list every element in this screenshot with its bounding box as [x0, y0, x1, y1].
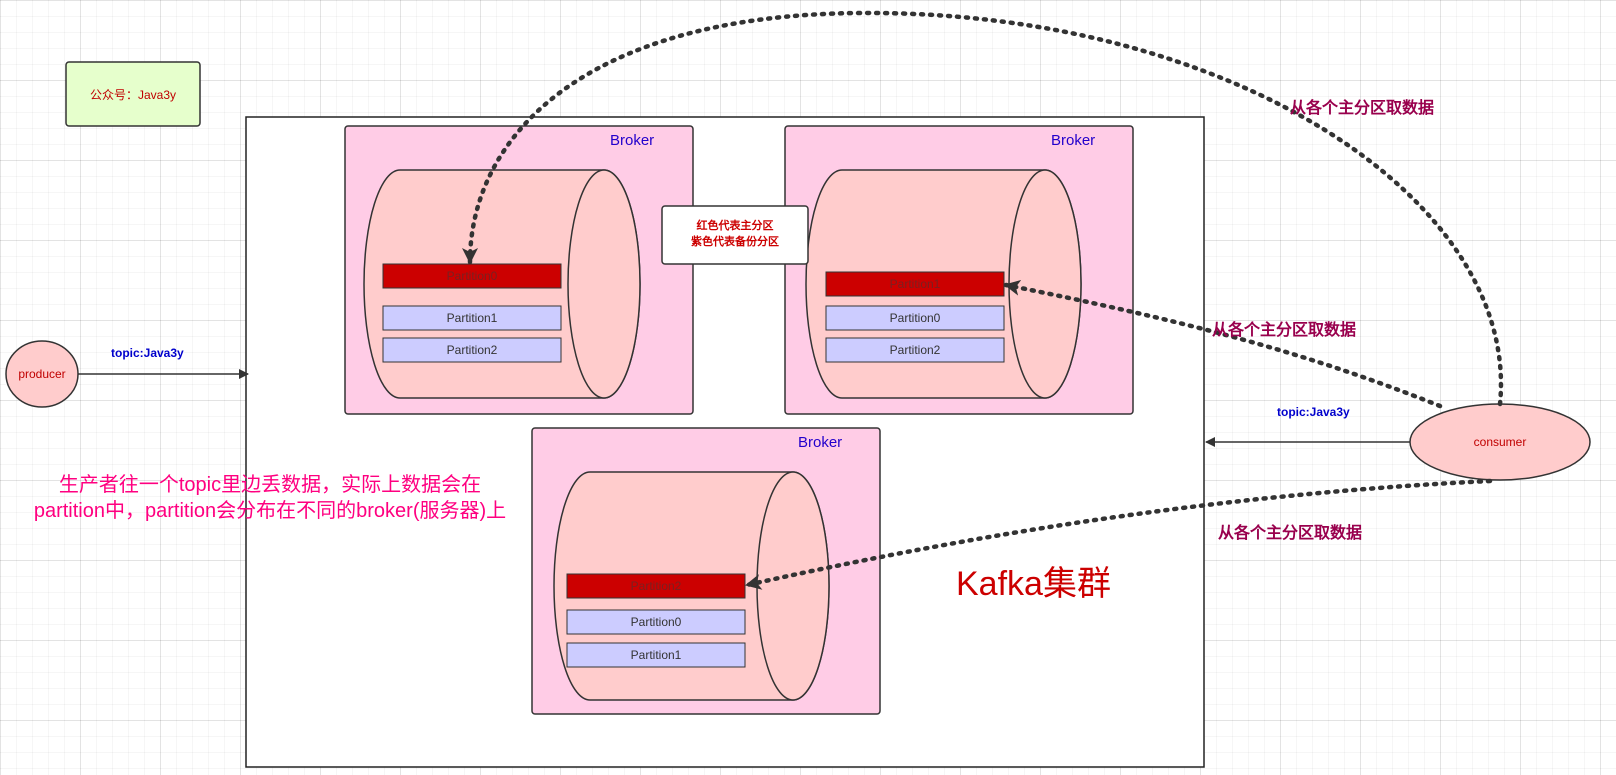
broker-2-title: Broker [1051, 132, 1096, 149]
cluster-label: Kafka集群 [956, 565, 1111, 603]
fetch-arrow-broker-2 [1003, 279, 1443, 409]
partition-replica [825, 305, 1005, 331]
fetch-arrow-broker-1 [462, 10, 1504, 407]
wechat-note-box [65, 61, 201, 127]
legend-line-primary: 红色代表主分区 [696, 220, 774, 232]
fetch-label-top: 从各个主分区取数据 [1290, 100, 1435, 117]
producer-topic-label: topic:Java3y [111, 346, 184, 360]
partition-label: Partition1 [889, 277, 941, 291]
broker-3-title: Broker [798, 434, 843, 451]
broker-2 [784, 125, 1134, 415]
partition-label: Partition0 [446, 269, 498, 283]
partition-replica [382, 337, 562, 363]
wechat-note-text: 公众号：Java3y [89, 87, 177, 102]
partition-label: Partition2 [630, 579, 682, 593]
fetch-label-middle: 从各个主分区取数据 [1212, 322, 1357, 339]
partition-replica [566, 642, 746, 668]
fetch-arrow-broker-3 [744, 478, 1493, 590]
broker-1-title: Broker [610, 132, 655, 149]
partition-label: Partition2 [446, 343, 498, 357]
partition-replica [382, 305, 562, 331]
description-text: 生产者往一个topic里边丢数据，实际上数据会在partition中，parti… [33, 474, 507, 522]
partition-label: Partition0 [889, 311, 941, 325]
partition-label: Partition1 [630, 648, 682, 662]
legend-text: 红色代表主分区 紫色代表备份分区 [662, 218, 808, 250]
partition-label: Partition1 [446, 311, 498, 325]
consumer-topic-label: topic:Java3y [1277, 405, 1350, 419]
consumer-label: consumer [1473, 435, 1527, 449]
partition-replica [825, 337, 1005, 363]
partition-label: Partition0 [630, 615, 682, 629]
partition-primary [825, 271, 1005, 297]
partition-primary [566, 573, 746, 599]
producer-label: producer [18, 367, 66, 381]
legend-box [661, 205, 809, 265]
broker-3 [531, 427, 881, 715]
partition-label: Partition2 [889, 343, 941, 357]
broker-1 [344, 125, 694, 415]
legend-line-replica: 紫色代表备份分区 [691, 236, 779, 248]
fetch-label-bottom: 从各个主分区取数据 [1218, 525, 1363, 542]
partition-replica [566, 609, 746, 635]
partition-primary [382, 263, 562, 289]
